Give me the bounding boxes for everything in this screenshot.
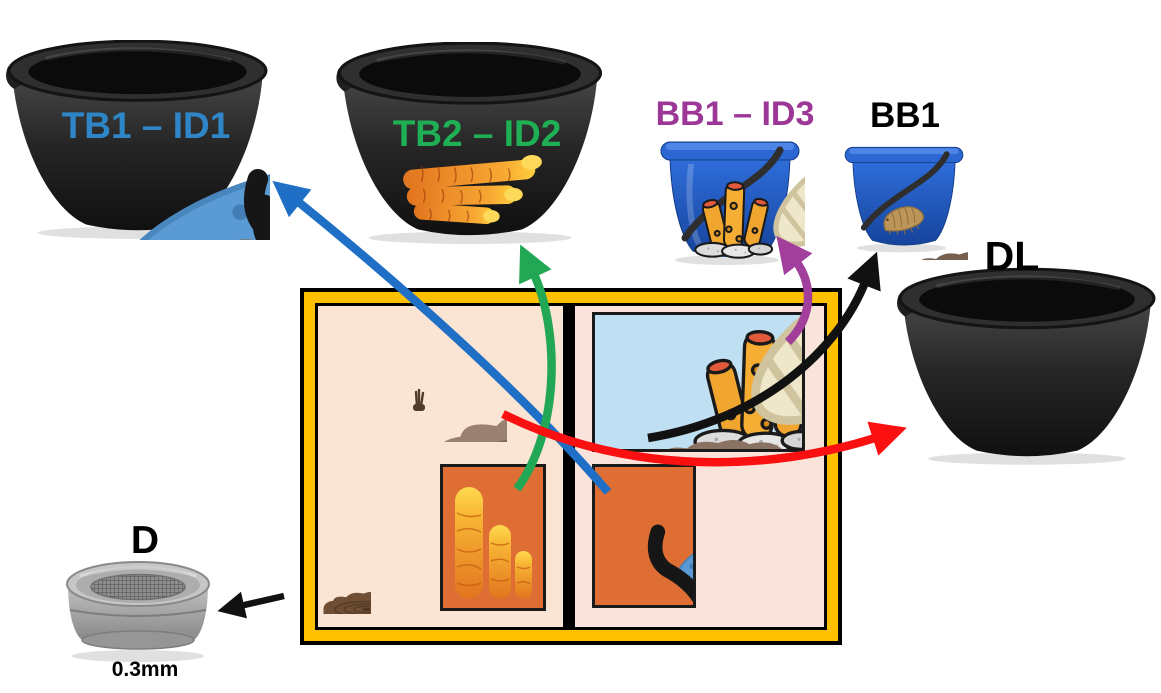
right-compartment [575, 306, 824, 627]
cucumber-specimen-inset [592, 464, 696, 608]
tub-dl [897, 267, 1158, 470]
bucket-bb1 [844, 146, 968, 260]
sorting-table-box [300, 288, 842, 645]
shrimp-icon [883, 206, 925, 235]
sieve [66, 561, 210, 662]
bucket-handle [860, 151, 950, 231]
bucket-bb1-id3 [660, 132, 805, 266]
sponge-habitat-inset [592, 312, 805, 452]
sediment-blob-on-box-edge [322, 590, 371, 614]
sieve-mesh [90, 573, 186, 601]
tub-tb2 [336, 42, 603, 244]
sorting-box-interior [318, 306, 824, 627]
label-bb1: BB1 [870, 96, 940, 135]
upright-sponge-inset [440, 464, 546, 611]
large-anemone-sediment-icon [413, 388, 507, 442]
tube-sponge-scene-icon [646, 315, 802, 449]
compartment-divider [563, 306, 575, 627]
tub-tb1 [6, 40, 270, 240]
label-bb1-id3: BB1 – ID3 [656, 95, 815, 133]
sediment-blob-icon [904, 251, 968, 260]
upright-finger-sponge-icon [455, 487, 532, 599]
cucumber-brittlestar-anemone-icon [595, 520, 693, 605]
